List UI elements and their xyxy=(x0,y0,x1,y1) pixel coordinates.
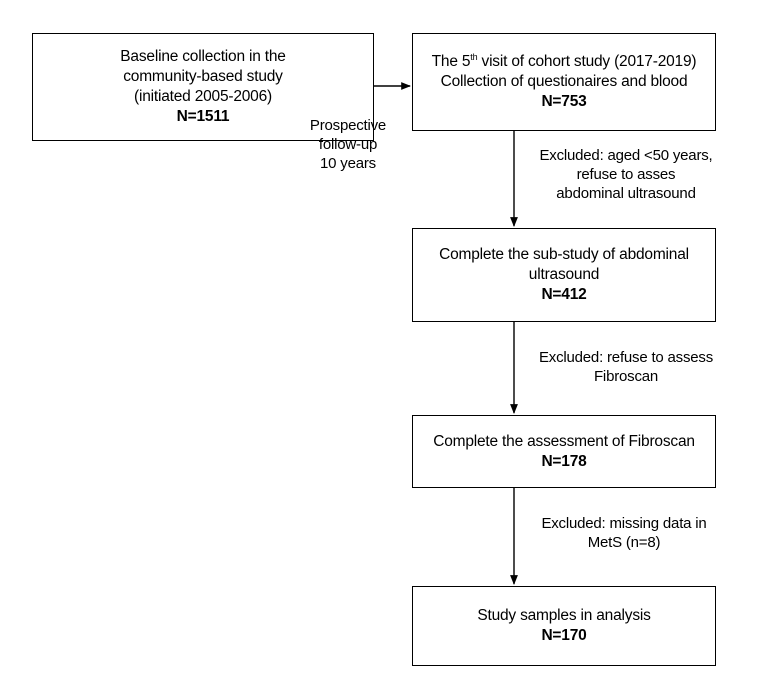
followup-note: Prospective follow-up 10 years xyxy=(298,116,398,173)
exclusion-note-2: Excluded: refuse to assess Fibroscan xyxy=(526,348,726,386)
visit5-line1: The 5th visit of cohort study (2017-2019… xyxy=(432,52,697,72)
baseline-count: N=1511 xyxy=(176,108,230,125)
ultrasound-line2: ultrasound xyxy=(528,266,600,283)
fibroscan-box: Complete the assessment of Fibroscan N=1… xyxy=(412,415,716,488)
baseline-line2: community-based study xyxy=(123,68,283,85)
visit5-box: The 5th visit of cohort study (2017-2019… xyxy=(412,33,716,131)
fibroscan-count: N=178 xyxy=(541,452,587,470)
followup-line2: follow-up xyxy=(318,136,378,153)
followup-line1: Prospective xyxy=(309,117,387,134)
analysis-line1: Study samples in analysis xyxy=(477,607,651,624)
visit5-suffix: visit of cohort study (2017-2019) xyxy=(477,53,697,70)
analysis-count: N=170 xyxy=(541,627,587,644)
ultrasound-box: Complete the sub-study of abdominal ultr… xyxy=(412,228,716,322)
followup-line3: 10 years xyxy=(320,155,376,172)
analysis-box: Study samples in analysis N=170 xyxy=(412,586,716,666)
visit5-line2: Collection of questionaires and blood xyxy=(440,73,688,90)
excl1-line2: refuse to asses xyxy=(576,166,676,183)
fibroscan-line1: Complete the assessment of Fibroscan xyxy=(433,432,695,450)
visit5-count: N=753 xyxy=(541,93,587,110)
visit5-sup: th xyxy=(470,51,478,62)
excl1-line3: abdominal ultrasound xyxy=(556,185,696,202)
excl2-line2: Fibroscan xyxy=(593,368,659,385)
excl3-line1: Excluded: missing data in xyxy=(541,515,707,532)
excl1-line1: Excluded: aged <50 years, xyxy=(539,147,713,164)
ultrasound-line1: Complete the sub-study of abdominal xyxy=(439,246,689,263)
baseline-box: Baseline collection in the community-bas… xyxy=(32,33,374,141)
baseline-line1: Baseline collection in the xyxy=(120,48,286,65)
ultrasound-count: N=412 xyxy=(541,286,587,303)
exclusion-note-1: Excluded: aged <50 years, refuse to asse… xyxy=(524,146,728,203)
exclusion-note-3: Excluded: missing data in MetS (n=8) xyxy=(526,514,722,552)
excl3-line2: MetS (n=8) xyxy=(587,534,661,551)
excl2-line1: Excluded: refuse to assess xyxy=(538,349,714,366)
visit5-prefix: The 5 xyxy=(431,53,471,70)
baseline-line3: (initiated 2005-2006) xyxy=(134,88,272,105)
